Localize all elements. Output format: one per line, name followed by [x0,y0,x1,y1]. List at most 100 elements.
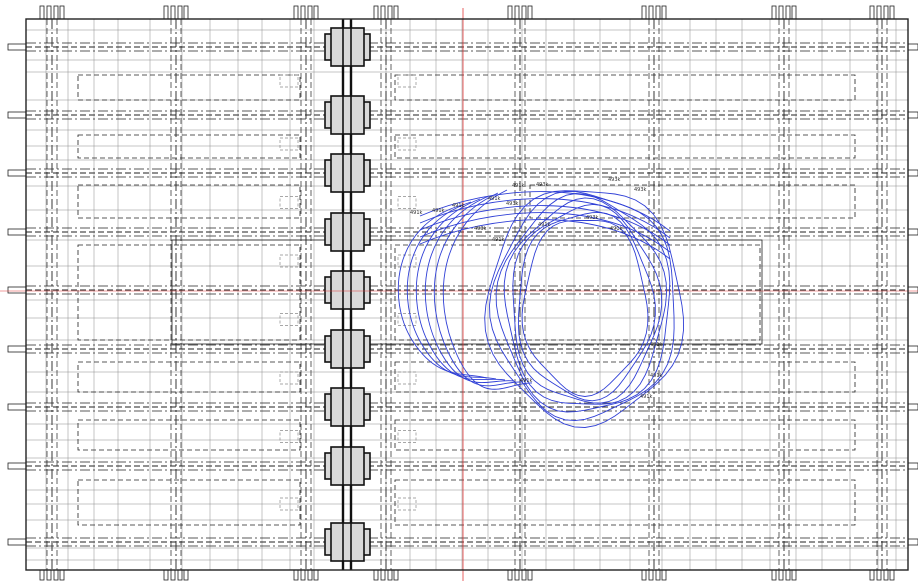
contour-label: 491k [538,222,551,228]
column-cap [279,153,417,209]
bottom-tick-marker [163,569,169,581]
bottom-tick-marker [380,569,386,581]
right-tick-marker [907,169,918,177]
panel-outline [394,74,856,101]
contour-arc [406,201,497,380]
column-cap [279,270,417,326]
contour-lines [397,189,684,428]
column-cap [279,212,417,268]
contour-label: 491k [520,378,533,384]
horizontal-beam-lines [26,42,908,547]
bottom-tick-marker [307,569,313,581]
dashed-panel-outlines [77,74,856,526]
bottom-tick-marker [771,569,777,581]
contour-arc [419,198,671,239]
contour-ring [503,197,667,405]
column-cap-stem [330,270,365,310]
contour-label: 493k [506,201,519,207]
contour-ring [495,193,671,413]
top-tick-marker [300,5,306,20]
bottom-tick-marker [313,569,319,581]
contour-label: 493k [474,226,487,232]
central-column-spine [279,19,417,570]
contour-label: 493k [586,215,599,221]
contour-arc [442,189,533,390]
panel-outline [394,419,856,451]
contour-label: 491k [650,342,663,348]
contour-arc [419,205,671,246]
column-cap-stem [330,329,365,369]
top-tick-marker [380,5,386,20]
right-tick-marker [907,111,918,119]
contour-arc [415,198,506,381]
bottom-tick-marker [889,569,895,581]
bottom-tick-marker [661,569,667,581]
right-tick-marker [907,538,918,546]
column-cap-stem [330,446,365,486]
column-cap-stem [330,95,365,135]
contour-label: 491k [650,373,663,379]
column-cap-stem [330,522,365,562]
top-tick-marker [883,5,889,20]
top-tick-marker [876,5,882,20]
right-tick-marker [907,286,918,294]
bottom-tick-marker [527,569,533,581]
contour-arc [419,191,671,232]
top-tick-marker [661,5,667,20]
top-tick-marker [785,5,791,20]
contour-label: 491k [452,203,465,209]
contour-label: 491k [492,237,505,243]
top-tick-marker [177,5,183,20]
bottom-tick-marker [177,569,183,581]
left-tick-marker [7,286,27,294]
left-tick-marker [7,403,27,411]
column-cap-stem [330,387,365,427]
bottom-tick-marker [507,569,513,581]
contour-arc [419,212,671,253]
top-tick-marker [373,5,379,20]
top-tick-marker [521,5,527,20]
top-tick-marker [393,5,399,20]
left-tick-marker [7,538,27,546]
right-tick-marker [907,228,918,236]
contour-ring [521,220,649,397]
right-tick-marker [907,403,918,411]
bottom-tick-marker [778,569,784,581]
bottom-tick-marker [170,569,176,581]
top-tick-marker [889,5,895,20]
bottom-tick-marker [387,569,393,581]
column-cap-stem [330,27,365,67]
bottom-tick-marker [876,569,882,581]
contour-value-labels: 491k 491k 491k 491k 491k 493k 493k 493k 493k 491k… [410,177,663,400]
top-tick-marker [514,5,520,20]
bottom-tick-marker [791,569,797,581]
column-cap [279,446,417,511]
top-tick-marker [307,5,313,20]
contour-ring [512,203,663,404]
bottom-tick-marker [183,569,189,581]
top-tick-marker [771,5,777,20]
contour-label: 493k [608,177,621,183]
contour-ring [517,211,656,402]
bottom-tick-marker [648,569,654,581]
top-tick-marker [293,5,299,20]
contour-label: 491k [488,196,501,202]
outer-frame [25,18,909,571]
bottom-tick-marker [53,569,59,581]
column-cap [279,95,417,151]
contour-arc [397,204,488,379]
column-cap-stem [330,153,365,193]
left-tick-marker [7,228,27,236]
contour-label: 493k [634,187,647,193]
slab-opening-outline [171,239,763,345]
panel-outline [77,74,301,101]
left-tick-marker [7,345,27,353]
panel-outline [394,134,856,159]
contour-arc [419,219,671,260]
column-cap-stem [330,212,365,252]
column-cap [279,329,417,385]
panel-outline [394,479,856,526]
right-tick-marker [907,462,918,470]
bottom-tick-marker [293,569,299,581]
